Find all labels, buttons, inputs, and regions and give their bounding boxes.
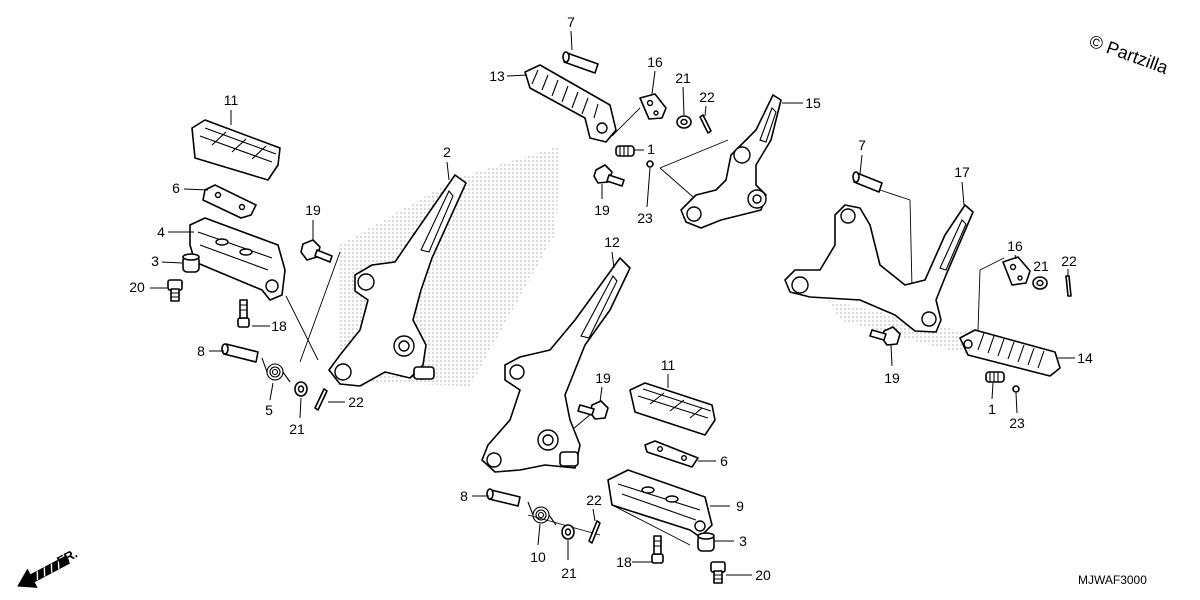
callout-2: 2 bbox=[443, 144, 451, 160]
part-14-footpeg bbox=[959, 329, 1061, 377]
diagram-code: MJWAF3000 bbox=[1078, 573, 1147, 587]
callout-5: 5 bbox=[265, 402, 273, 418]
part-21-washer bbox=[294, 381, 308, 397]
callout-3: 3 bbox=[151, 253, 159, 269]
watermark: © Partzilla bbox=[1087, 31, 1172, 78]
callout-20: 20 bbox=[129, 279, 145, 295]
callouts-left: 11 6 4 3 20 18 8 5 21 22 19 2 bbox=[129, 92, 451, 437]
part-6-peg-plate bbox=[644, 440, 699, 468]
fr-arrow-icon bbox=[17, 555, 70, 588]
callout-11: 11 bbox=[224, 92, 239, 108]
part-20-bolt bbox=[167, 279, 183, 302]
callout-8: 8 bbox=[460, 488, 468, 504]
part-7-pivot-pin bbox=[852, 171, 883, 193]
part-6-peg-plate bbox=[202, 184, 257, 219]
part-9-footpeg bbox=[607, 469, 713, 538]
part-22-cotter-pin bbox=[314, 388, 328, 411]
leader-lines bbox=[150, 30, 1075, 576]
callout-1: 1 bbox=[988, 401, 996, 417]
callout-21: 21 bbox=[1033, 258, 1049, 274]
part-15-step-bracket bbox=[680, 94, 782, 229]
part-21-washer bbox=[676, 115, 692, 129]
callouts-top: 7 13 16 21 22 15 1 19 23 bbox=[489, 14, 821, 226]
part-22-cotter-pin bbox=[1065, 275, 1072, 297]
callout-19: 19 bbox=[884, 370, 900, 386]
callout-4: 4 bbox=[157, 224, 165, 240]
part-7-pivot-pin bbox=[562, 51, 599, 74]
part-23-ball bbox=[646, 160, 654, 168]
callout-22: 22 bbox=[586, 492, 602, 508]
part-17-step-bracket bbox=[784, 204, 974, 333]
callout-22: 22 bbox=[699, 89, 715, 105]
callouts-right: 7 17 16 21 22 19 14 1 23 bbox=[858, 137, 1093, 431]
part-8-pivot-pin bbox=[486, 488, 521, 507]
callout-22: 22 bbox=[1061, 253, 1077, 269]
part-20-bolt bbox=[710, 561, 726, 584]
part-2-step-bracket bbox=[328, 174, 467, 387]
callout-6: 6 bbox=[720, 453, 728, 469]
part-21-washer bbox=[561, 524, 575, 540]
part-23-ball bbox=[1012, 385, 1020, 393]
callout-21: 21 bbox=[561, 565, 577, 581]
callout-14: 14 bbox=[1077, 350, 1093, 366]
callout-3: 3 bbox=[739, 533, 747, 549]
callout-17: 17 bbox=[954, 164, 970, 180]
callout-18: 18 bbox=[271, 318, 287, 334]
part-11-footpeg-rubber bbox=[629, 382, 716, 436]
callout-23: 23 bbox=[637, 210, 653, 226]
callout-6: 6 bbox=[172, 180, 180, 196]
callout-20: 20 bbox=[755, 567, 771, 583]
part-22-cotter-pin bbox=[588, 520, 601, 544]
callout-10: 10 bbox=[530, 549, 546, 565]
callout-19: 19 bbox=[594, 202, 610, 218]
callout-8: 8 bbox=[197, 343, 205, 359]
part-13-footpeg bbox=[524, 64, 617, 143]
part-3-collar bbox=[697, 532, 715, 552]
part-3-collar bbox=[182, 253, 200, 273]
callout-18: 18 bbox=[616, 554, 632, 570]
callout-9: 9 bbox=[736, 498, 744, 514]
callout-21: 21 bbox=[675, 70, 691, 86]
part-1-spring bbox=[615, 145, 635, 157]
part-19-bolt bbox=[300, 239, 333, 263]
callout-19: 19 bbox=[595, 370, 611, 386]
callout-12: 12 bbox=[604, 234, 620, 250]
callout-19: 19 bbox=[305, 202, 321, 218]
part-12-step-bracket bbox=[481, 257, 631, 473]
part-18-bolt bbox=[237, 299, 250, 328]
callout-21: 21 bbox=[289, 421, 305, 437]
part-4-footpeg bbox=[189, 217, 286, 301]
callout-1: 1 bbox=[647, 141, 655, 157]
part-19-bolt bbox=[869, 326, 901, 346]
callouts-center: 12 19 11 6 9 8 22 10 21 18 3 20 bbox=[460, 234, 771, 583]
part-11-footpeg-rubber bbox=[191, 119, 281, 181]
part-18-bolt bbox=[651, 535, 664, 564]
part-19-bolt bbox=[593, 164, 625, 187]
part-16-plate bbox=[639, 93, 667, 120]
part-10-return-spring bbox=[527, 501, 557, 526]
callout-16: 16 bbox=[1007, 238, 1023, 254]
callout-13: 13 bbox=[489, 68, 505, 84]
part-22-cotter-pin bbox=[699, 114, 712, 134]
callout-15: 15 bbox=[805, 95, 821, 111]
part-19-bolt bbox=[577, 400, 609, 420]
part-21-washer bbox=[1032, 276, 1048, 290]
callout-23: 23 bbox=[1009, 415, 1025, 431]
callout-7: 7 bbox=[858, 137, 866, 153]
callout-11: 11 bbox=[661, 357, 676, 373]
callout-22: 22 bbox=[348, 394, 364, 410]
part-8-pivot-pin bbox=[221, 343, 259, 363]
part-5-return-spring bbox=[261, 357, 291, 383]
callout-16: 16 bbox=[647, 54, 663, 70]
part-1-spring bbox=[985, 371, 1005, 383]
part-16-plate bbox=[1002, 256, 1031, 286]
callout-7: 7 bbox=[567, 14, 575, 30]
